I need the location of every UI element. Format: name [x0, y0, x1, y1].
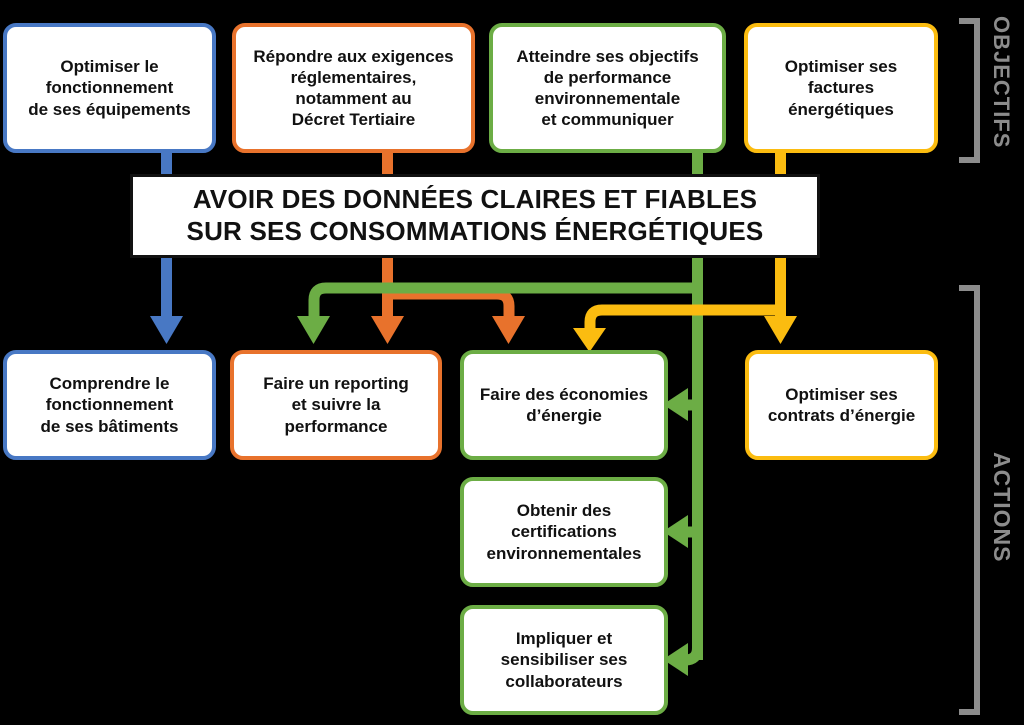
- wire-yellow-rail: [573, 256, 797, 352]
- objective-label-reglementaire: Répondre aux exigences réglementaires, n…: [253, 46, 454, 130]
- central-banner-text: AVOIR DES DONNÉES CLAIRES ET FIABLES SUR…: [186, 184, 764, 246]
- action-label-contrats: Optimiser ses contrats d’énergie: [767, 384, 916, 425]
- objective-box-reglementaire[interactable]: Répondre aux exigences réglementaires, n…: [232, 23, 475, 153]
- stub-green: [692, 150, 703, 176]
- objective-stubs: [161, 150, 786, 176]
- objective-label-equipements: Optimiser le fonctionnement de ses équip…: [28, 57, 191, 119]
- objective-label-performance: Atteindre ses objectifs de performance e…: [516, 46, 699, 130]
- action-box-contrats[interactable]: Optimiser ses contrats d’énergie: [745, 350, 938, 460]
- objective-box-performance[interactable]: Atteindre ses objectifs de performance e…: [489, 23, 726, 153]
- group-label-actions: ACTIONS: [989, 452, 1015, 563]
- bracket-objectifs: [959, 18, 980, 163]
- stub-orange: [382, 150, 393, 176]
- stub-blue: [161, 150, 172, 176]
- objective-box-factures[interactable]: Optimiser ses factures énergétiques: [744, 23, 938, 153]
- action-label-reporting: Faire un reporting et suivre la performa…: [263, 374, 409, 436]
- action-label-batiments: Comprendre le fonctionnement de ses bâti…: [40, 374, 179, 436]
- action-box-economies[interactable]: Faire des économies d’énergie: [460, 350, 668, 460]
- action-box-reporting[interactable]: Faire un reporting et suivre la performa…: [230, 350, 442, 460]
- wire-blue-to-batiments: [150, 256, 183, 344]
- stub-yellow: [775, 150, 786, 176]
- wire-orange-to-economies: [387, 288, 525, 344]
- central-banner: AVOIR DES DONNÉES CLAIRES ET FIABLES SUR…: [130, 174, 820, 258]
- action-label-economies: Faire des économies d’énergie: [479, 384, 649, 425]
- objective-label-factures: Optimiser ses factures énergétiques: [784, 57, 898, 119]
- action-box-certifications[interactable]: Obtenir des certifications environnement…: [460, 477, 668, 587]
- action-box-batiments[interactable]: Comprendre le fonctionnement de ses bâti…: [3, 350, 216, 460]
- bracket-actions: [959, 285, 980, 715]
- action-label-collaborateurs: Impliquer et sensibiliser ses collaborat…: [500, 629, 628, 691]
- wire-green-down-spine: [663, 288, 703, 676]
- wire-orange-to-reporting: [371, 256, 404, 344]
- wire-green-rail: [297, 256, 703, 344]
- action-box-collaborateurs[interactable]: Impliquer et sensibiliser ses collaborat…: [460, 605, 668, 715]
- action-label-certifications: Obtenir des certifications environnement…: [486, 501, 642, 563]
- group-label-objectifs: OBJECTIFS: [989, 16, 1014, 149]
- objective-box-equipements[interactable]: Optimiser le fonctionnement de ses équip…: [3, 23, 216, 153]
